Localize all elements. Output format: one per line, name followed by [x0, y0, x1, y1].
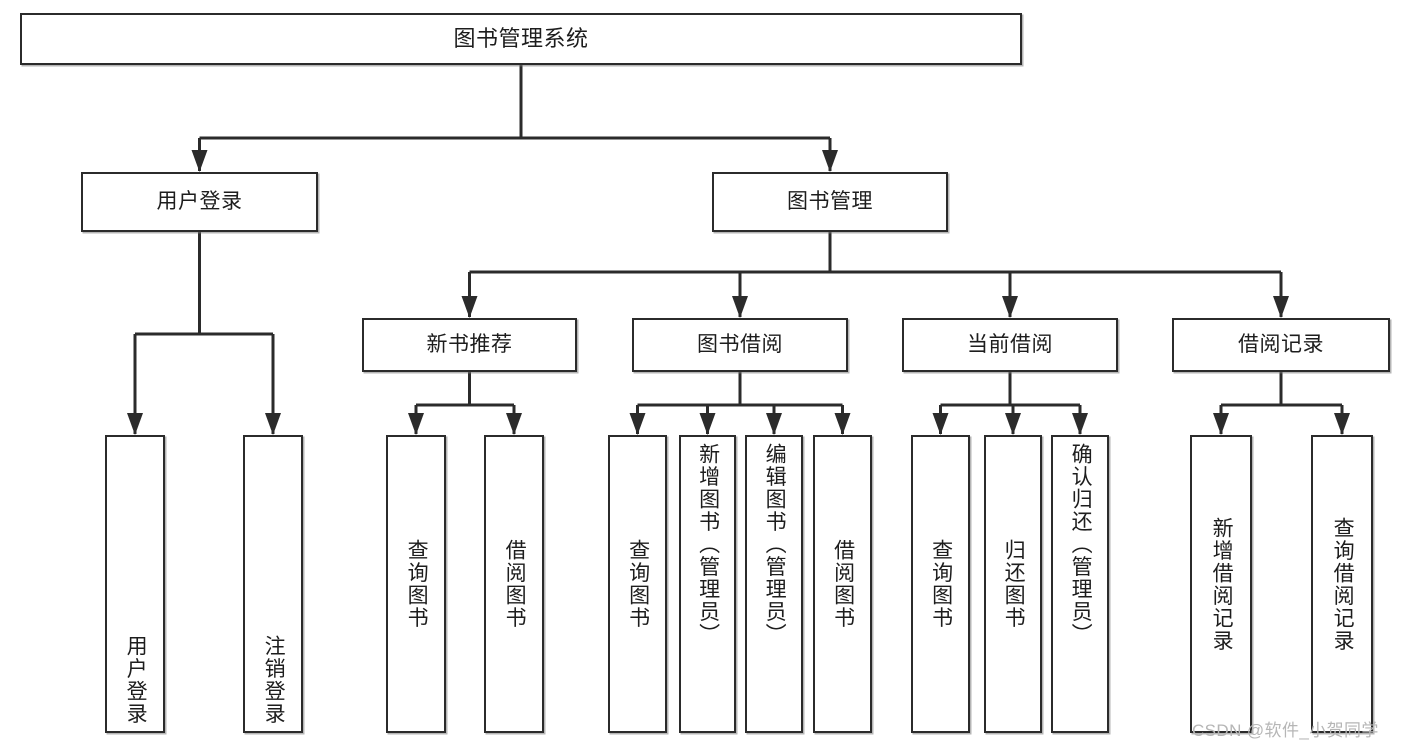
node-label-book-manage: 图书管理	[787, 189, 873, 213]
node-label-borrow-record: 借阅记录	[1238, 332, 1324, 356]
node-label-leaf-confirm-return-admin: 确认归还（管理员）	[1069, 443, 1093, 646]
node-label-new-book-rec: 新书推荐	[426, 332, 513, 356]
node-leaf-query-book-2[interactable]: 查询图书	[608, 435, 667, 733]
node-current-borrow[interactable]: 当前借阅	[902, 318, 1118, 372]
node-label-leaf-user-logout: 注销登录	[262, 635, 286, 725]
node-root[interactable]: 图书管理系统	[20, 13, 1022, 65]
node-label-leaf-query-book-1: 查询图书	[405, 539, 429, 629]
node-leaf-edit-book-admin[interactable]: 编辑图书（管理员）	[745, 435, 803, 733]
node-label-current-borrow: 当前借阅	[967, 332, 1053, 356]
node-leaf-borrow-book-1[interactable]: 借阅图书	[484, 435, 544, 733]
node-label-leaf-query-book-2: 查询图书	[626, 539, 650, 629]
node-user-login[interactable]: 用户登录	[81, 172, 318, 232]
node-leaf-borrow-book-2[interactable]: 借阅图书	[813, 435, 872, 733]
node-label-leaf-add-borrow-record: 新增借阅记录	[1210, 516, 1234, 652]
node-book-manage[interactable]: 图书管理	[712, 172, 948, 232]
node-borrow-record[interactable]: 借阅记录	[1172, 318, 1390, 372]
node-leaf-query-book-3[interactable]: 查询图书	[911, 435, 970, 733]
node-leaf-add-book-admin[interactable]: 新增图书（管理员）	[679, 435, 736, 733]
node-leaf-user-login[interactable]: 用户登录	[105, 435, 165, 733]
node-label-leaf-add-book-admin: 新增图书（管理员）	[696, 443, 720, 646]
watermark-label: CSDN @软件_小贺同学	[1192, 721, 1379, 740]
node-leaf-confirm-return-admin[interactable]: 确认归还（管理员）	[1051, 435, 1109, 733]
node-label-leaf-user-login: 用户登录	[124, 635, 148, 725]
node-label-leaf-edit-book-admin: 编辑图书（管理员）	[763, 443, 787, 646]
node-leaf-add-borrow-record[interactable]: 新增借阅记录	[1190, 435, 1252, 733]
node-label-leaf-query-book-3: 查询图书	[929, 539, 953, 629]
node-label-leaf-query-borrow-record: 查询借阅记录	[1331, 516, 1355, 652]
node-leaf-user-logout[interactable]: 注销登录	[243, 435, 303, 733]
node-leaf-query-borrow-record[interactable]: 查询借阅记录	[1311, 435, 1373, 733]
node-book-borrow[interactable]: 图书借阅	[632, 318, 848, 372]
node-leaf-query-book-1[interactable]: 查询图书	[386, 435, 446, 733]
node-label-leaf-return-book: 归还图书	[1002, 539, 1026, 629]
node-label-book-borrow: 图书借阅	[697, 332, 783, 356]
node-new-book-rec[interactable]: 新书推荐	[362, 318, 577, 372]
node-label-leaf-borrow-book-2: 借阅图书	[831, 539, 855, 629]
node-leaf-return-book[interactable]: 归还图书	[984, 435, 1042, 733]
node-label-root: 图书管理系统	[453, 26, 589, 52]
node-label-leaf-borrow-book-1: 借阅图书	[503, 539, 527, 629]
node-label-user-login: 用户登录	[156, 189, 243, 213]
